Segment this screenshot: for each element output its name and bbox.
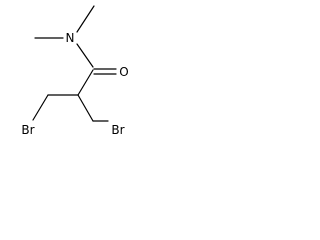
bond-ch-right-ch2 <box>77 94 94 122</box>
molecule-structure: N O Br Br <box>21 5 129 137</box>
bromine-left-atom-label: Br <box>21 123 34 137</box>
nitrogen-atom-label: N <box>66 31 75 45</box>
bond-carbonyl-ch <box>77 69 94 96</box>
bond-n-carbonyl <box>76 43 94 68</box>
oxygen-atom-label: O <box>119 65 128 79</box>
bond-left-ch2-bromine <box>32 94 49 121</box>
bromine-right-atom-label: Br <box>111 123 124 137</box>
bond-n-methyl-top <box>76 5 95 33</box>
